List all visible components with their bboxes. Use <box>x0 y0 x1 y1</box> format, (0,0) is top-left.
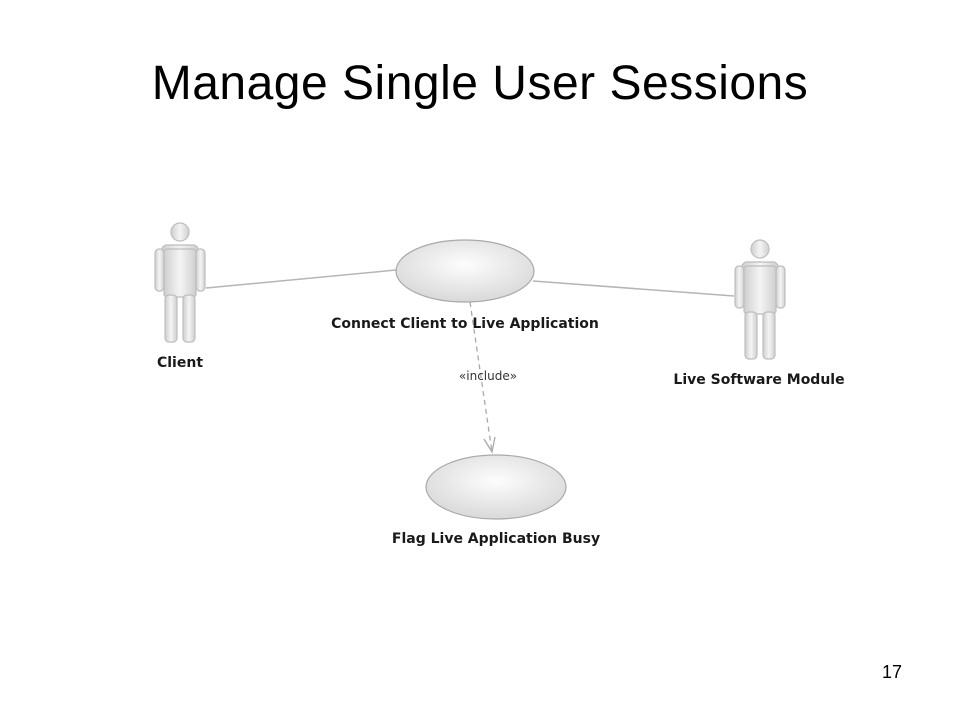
actor-live-software-module: Live Software Module <box>673 239 845 388</box>
association-client-connect <box>205 269 397 289</box>
stick-figure-icon <box>154 222 206 343</box>
use-case-label-connect-client: Connect Client to Live Application <box>331 316 599 332</box>
use-case-ellipse <box>425 454 567 520</box>
include-dependency-line <box>469 301 493 453</box>
association-module-connect <box>532 280 735 297</box>
actor-label-live-software-module: Live Software Module <box>673 372 844 388</box>
actor-client: Client <box>154 222 206 371</box>
include-arrowhead-icon <box>483 436 496 454</box>
actor-label-client: Client <box>157 355 203 371</box>
include-stereotype-label: «include» <box>459 369 517 383</box>
slide-title: Manage Single User Sessions <box>151 57 809 110</box>
page-number: 17 <box>881 662 902 682</box>
use-case-connect-client: Connect Client to Live Application <box>331 239 599 332</box>
use-case-flag-busy: Flag Live Application Busy <box>392 454 600 547</box>
stick-figure-icon <box>734 239 786 360</box>
use-case-label-flag-busy: Flag Live Application Busy <box>392 531 600 547</box>
use-case-ellipse <box>395 239 535 303</box>
